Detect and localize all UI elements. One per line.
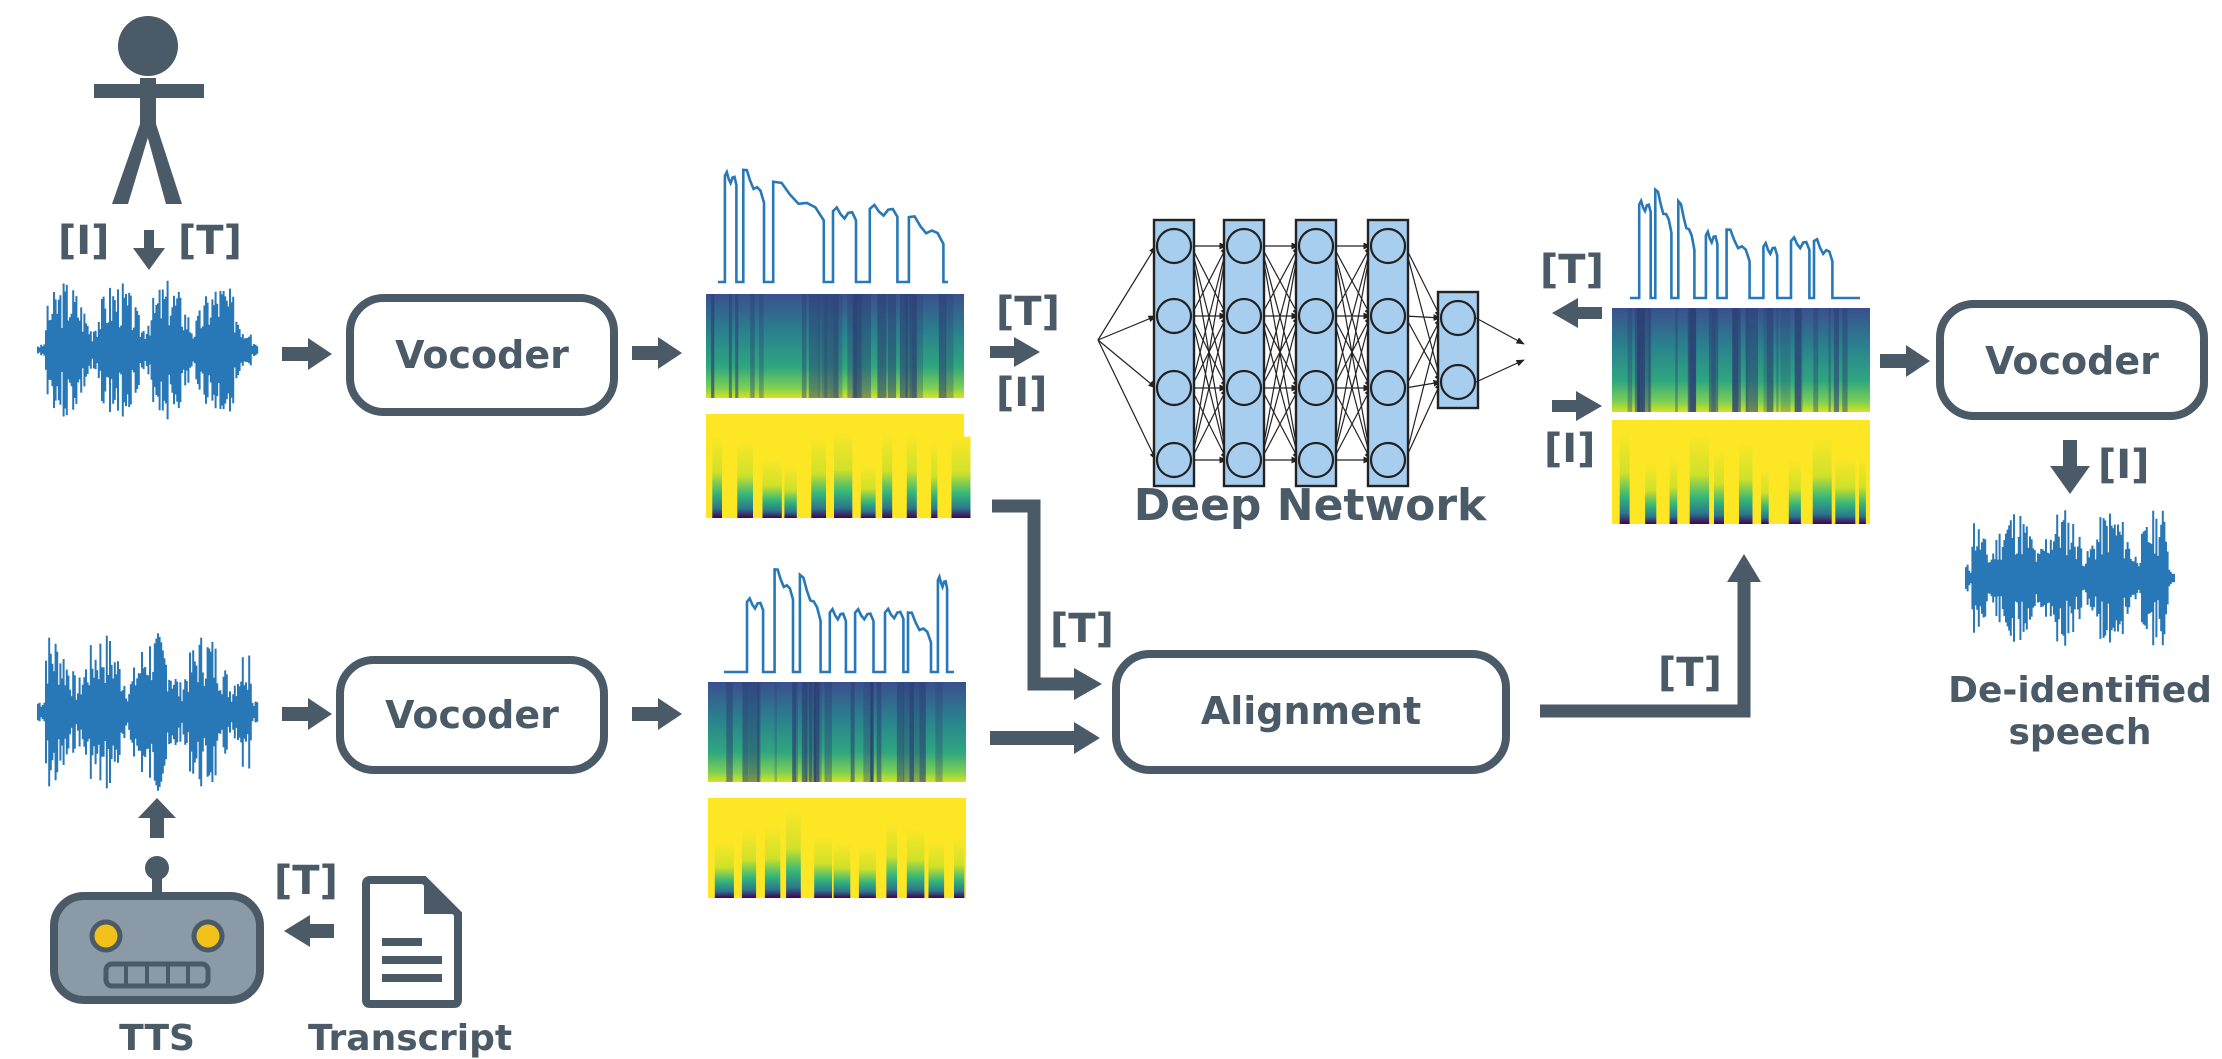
right-arrow-icon [282, 338, 332, 370]
right-arrow-icon [632, 698, 682, 730]
token-t-label: [T] [1658, 650, 1722, 696]
aperiodicity-icon [708, 798, 966, 898]
vocoder-label-top: Vocoder [395, 333, 569, 377]
alignment-label: Alignment [1201, 689, 1421, 733]
token-t-label: [T] [996, 289, 1060, 335]
left-arrow-icon [284, 915, 334, 947]
pitch-contour-right [1630, 187, 1860, 300]
deidentified-label-line1: De-identified [1948, 670, 2212, 711]
up-arrow-icon [1727, 554, 1761, 582]
pitch-contour-top [718, 168, 948, 284]
spectrogram-icon [706, 294, 964, 398]
neural-network-icon [1097, 218, 1525, 488]
right-arrow-icon [1552, 391, 1602, 421]
vocoder-box-top [346, 294, 618, 416]
transcript-label: Transcript [308, 1018, 512, 1059]
pitch-contour-bottom [724, 568, 954, 674]
alignment-box [1112, 650, 1510, 774]
vocoder-label-bottom: Vocoder [385, 693, 559, 737]
person-icon [94, 16, 204, 204]
up-arrow-icon [138, 798, 176, 838]
token-i-label: [I] [996, 370, 1047, 416]
connector-alignment-to-output [1540, 580, 1751, 718]
deidentified-label-line2: speech [2009, 712, 2152, 753]
right-arrow-icon [990, 722, 1100, 754]
token-t-label: [T] [178, 218, 242, 264]
right-arrow-icon [1074, 668, 1102, 700]
vocoder-box-right [1936, 300, 2208, 420]
right-arrow-icon [1880, 345, 1930, 377]
down-arrow-icon [2050, 440, 2090, 494]
down-arrow-icon [133, 230, 165, 270]
token-i-label: [I] [2098, 442, 2149, 488]
spectrogram-icon [1612, 308, 1870, 412]
token-t-label: [T] [1540, 247, 1604, 293]
left-arrow-icon [1552, 298, 1602, 328]
tts-label: TTS [119, 1018, 195, 1059]
token-t-label: [T] [274, 858, 338, 904]
spectrogram-icon [708, 682, 966, 782]
waveform-icon [37, 633, 259, 791]
right-arrow-icon [282, 698, 332, 730]
output-waveform-icon [1965, 510, 2175, 646]
token-t-label: [T] [1050, 606, 1114, 652]
token-i-label: [I] [58, 218, 109, 264]
document-icon [362, 876, 462, 1008]
waveform-icon [37, 280, 259, 420]
vocoder-label-right: Vocoder [1985, 339, 2159, 383]
vocoder-box-bottom [336, 656, 608, 774]
deep-network-label: Deep Network [1134, 480, 1488, 531]
robot-icon [50, 856, 264, 1004]
aperiodicity-icon [706, 414, 971, 518]
token-i-label: [I] [1544, 426, 1595, 472]
connector-top-to-alignment [992, 499, 1076, 691]
right-arrow-icon [632, 337, 682, 369]
right-arrow-icon [990, 337, 1040, 367]
aperiodicity-icon [1612, 420, 1870, 524]
